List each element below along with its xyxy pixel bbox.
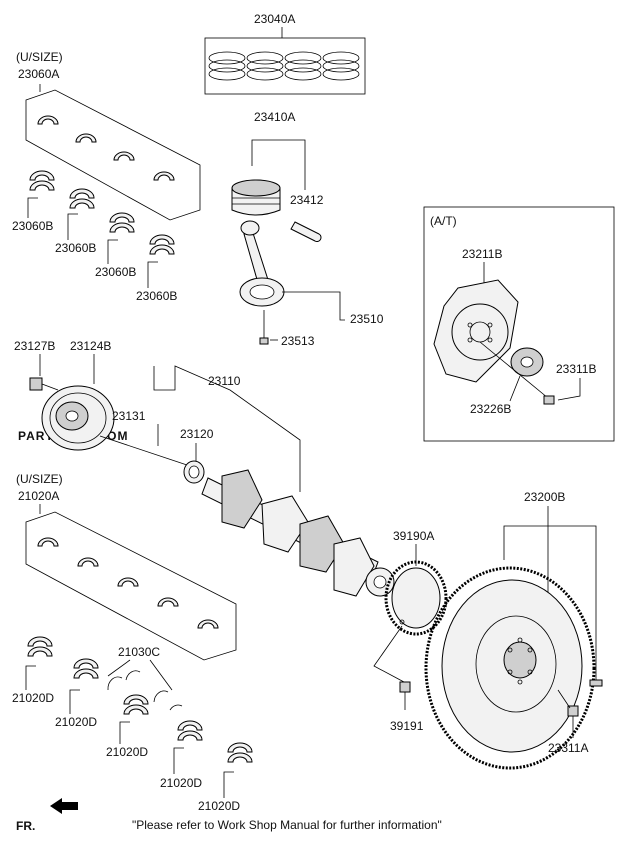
front-arrow-icon bbox=[50, 798, 78, 814]
front-oil-seal bbox=[183, 460, 205, 484]
callout-23412[interactable]: 23412 bbox=[290, 193, 324, 207]
callout-23120[interactable]: 23120 bbox=[180, 427, 214, 441]
front-direction-label: FR. bbox=[16, 819, 35, 833]
callout-23311A[interactable]: 23311A bbox=[548, 741, 588, 755]
callout-21020D-2[interactable]: 21020D bbox=[55, 715, 97, 729]
callout-21020D-1[interactable]: 21020D bbox=[12, 691, 54, 705]
sensor-ring-bolt bbox=[399, 681, 411, 710]
adapter-plate bbox=[510, 347, 544, 377]
flywheel bbox=[424, 566, 596, 770]
callout-23311B[interactable]: 23311B bbox=[556, 362, 596, 376]
callout-21020D-5[interactable]: 21020D bbox=[198, 799, 240, 813]
rod-bolt bbox=[259, 310, 269, 345]
callout-23040A[interactable]: 23040A bbox=[254, 12, 295, 26]
undersize-bottom-label: (U/SIZE) bbox=[16, 472, 63, 486]
crankshaft bbox=[201, 469, 395, 597]
flywheel-dowel-pin bbox=[589, 679, 603, 687]
drive-plate bbox=[433, 279, 519, 383]
callout-23127B[interactable]: 23127B bbox=[14, 339, 55, 353]
callout-21020D-4[interactable]: 21020D bbox=[160, 776, 202, 790]
callout-39191[interactable]: 39191 bbox=[390, 719, 424, 733]
callout-21020A[interactable]: 21020A bbox=[18, 489, 59, 503]
callout-23513[interactable]: 23513 bbox=[281, 334, 315, 348]
callout-23211B[interactable]: 23211B bbox=[462, 247, 502, 261]
callout-23510[interactable]: 23510 bbox=[350, 312, 384, 326]
callout-23060B-3[interactable]: 23060B bbox=[95, 265, 136, 279]
callout-23131[interactable]: 23131 bbox=[112, 409, 146, 423]
connecting-rod bbox=[239, 220, 285, 307]
callout-23110[interactable]: 23110 bbox=[208, 374, 241, 388]
callout-21030C[interactable]: 21030C bbox=[118, 645, 160, 659]
callout-23226B[interactable]: 23226B bbox=[470, 402, 511, 416]
thrust-washers bbox=[107, 670, 183, 711]
footer-note: "Please refer to Work Shop Manual for fu… bbox=[132, 818, 442, 832]
callout-21020D-3[interactable]: 21020D bbox=[106, 745, 148, 759]
callout-39190A[interactable]: 39190A bbox=[393, 529, 434, 543]
callout-23200B[interactable]: 23200B bbox=[524, 490, 565, 504]
piston-pin bbox=[290, 221, 322, 242]
drive-plate-bolt bbox=[543, 395, 555, 405]
bearing-23060B-group bbox=[29, 170, 175, 255]
piston bbox=[231, 179, 281, 216]
callout-23060A[interactable]: 23060A bbox=[18, 67, 59, 81]
piston-ring-set bbox=[204, 37, 366, 95]
callout-23410A[interactable]: 23410A bbox=[254, 110, 295, 124]
undersize-top-label: (U/SIZE) bbox=[16, 50, 63, 64]
automatic-transmission-group-box bbox=[423, 206, 615, 442]
sensor-target-ring bbox=[384, 560, 448, 636]
pulley-bolt bbox=[29, 377, 59, 391]
callout-23060B-4[interactable]: 23060B bbox=[136, 289, 177, 303]
automatic-group-label: (A/T) bbox=[430, 214, 457, 228]
callout-23060B-2[interactable]: 23060B bbox=[55, 241, 96, 255]
callout-23124B[interactable]: 23124B bbox=[70, 339, 111, 353]
bearing-21020D-group bbox=[27, 636, 253, 763]
main-bearing-set-upper bbox=[25, 89, 201, 221]
callout-23060B-1[interactable]: 23060B bbox=[12, 219, 53, 233]
crankshaft-pulley bbox=[41, 385, 115, 451]
crank-bearing-set bbox=[25, 511, 237, 661]
